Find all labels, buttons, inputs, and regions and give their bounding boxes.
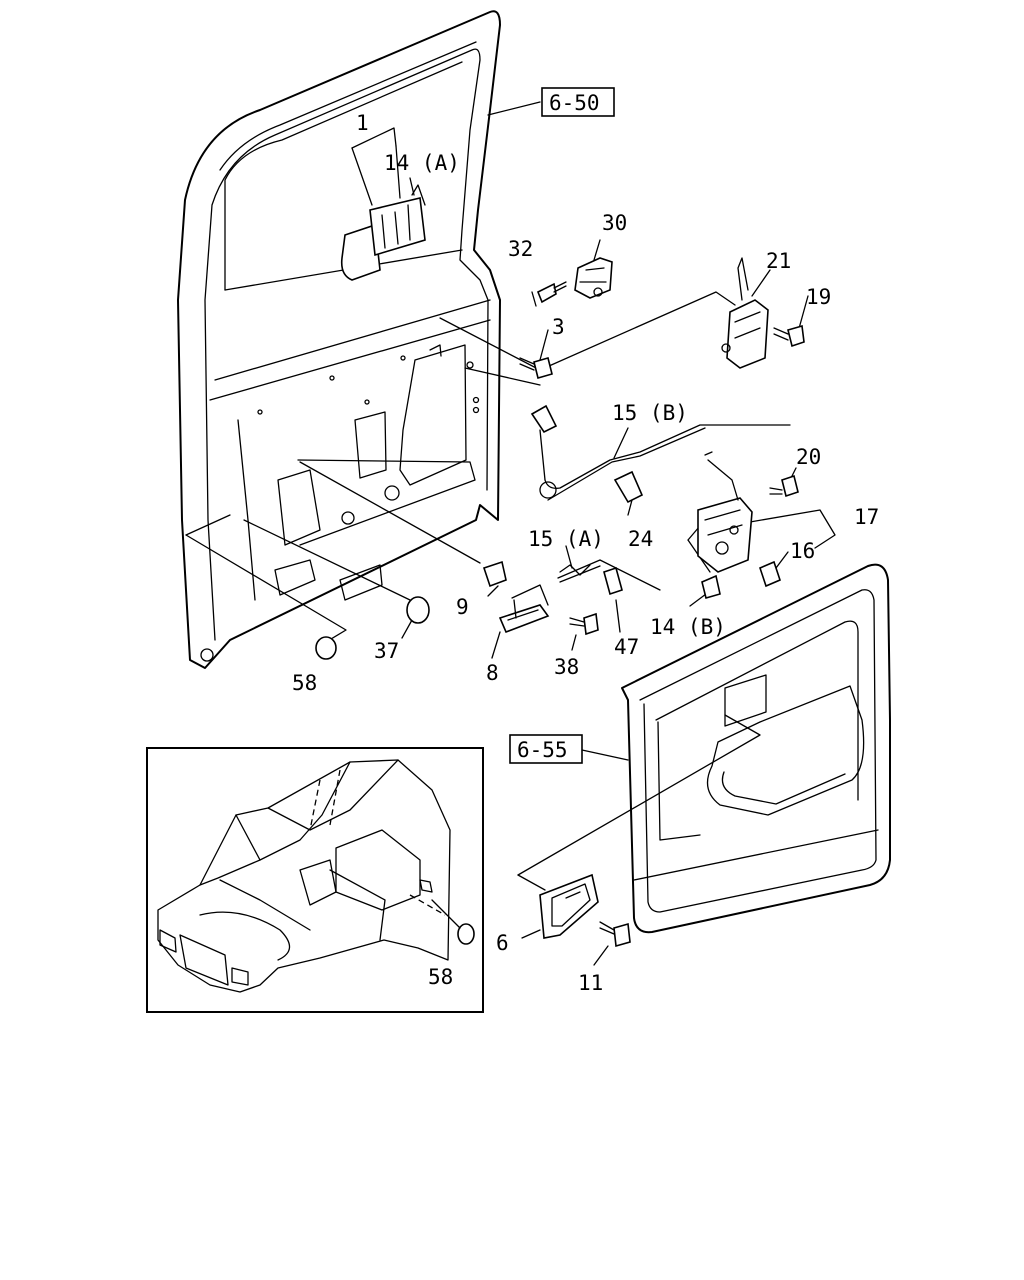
callout-6: 6: [496, 931, 509, 955]
plug-37-icon: [406, 596, 430, 624]
callout-8: 8: [486, 661, 499, 685]
leader-trim-handle-2: [517, 874, 546, 891]
callout-20: 20: [796, 445, 821, 469]
striker-bracket-icon: [574, 257, 613, 299]
plug-58-inset-icon: [457, 923, 475, 945]
callout-16: 16: [790, 539, 815, 563]
screw-19-icon: [773, 324, 805, 348]
door-lock-icon: [697, 451, 753, 573]
callout-30: 30: [602, 211, 627, 235]
callout-19: 19: [806, 285, 831, 309]
callout-58: 58: [292, 671, 317, 695]
leader-6: [521, 929, 541, 939]
callout-1: 1: [356, 111, 369, 135]
callout-14b: 14 (B): [650, 615, 726, 639]
callout-3: 3: [552, 315, 565, 339]
leader-58-inset: [431, 899, 461, 929]
callout-24: 24: [628, 527, 653, 551]
lock-rod-a-icon: [557, 559, 661, 591]
lock-rod-b-icon: [530, 404, 791, 501]
callout-11: 11: [578, 971, 603, 995]
callout-21: 21: [766, 249, 791, 273]
plug-58-icon: [315, 636, 337, 660]
screw-32-icon: [536, 281, 567, 304]
clip-16-icon: [759, 560, 781, 588]
callout-38: 38: [554, 655, 579, 679]
door-panel-icon: [177, 10, 501, 669]
inside-handle-bracket-icon: [498, 584, 550, 634]
screw-3-icon: [519, 357, 553, 379]
inside-handle-bezel-icon: [539, 873, 599, 939]
callout-15a: 15 (A): [528, 527, 604, 551]
leader-trim-handle: [517, 714, 761, 876]
screw-11-icon: [599, 921, 631, 948]
callout-58-inset: 58: [428, 965, 453, 989]
vehicle-body-icon: [157, 759, 451, 993]
ref-label-door: 6-50: [549, 91, 600, 115]
clip-24-icon: [613, 470, 644, 504]
callout-15b: 15 (B): [612, 401, 688, 425]
actuator-icon: [721, 257, 769, 369]
callout-17: 17: [854, 505, 879, 529]
pad-47-icon: [603, 566, 623, 596]
callout-37: 37: [374, 639, 399, 663]
leader-trim-ref: [581, 749, 629, 761]
door-trim-panel-icon: [621, 563, 891, 934]
leader-11: [593, 945, 609, 966]
screw-20-icon: [769, 474, 799, 498]
callout-47: 47: [614, 635, 639, 659]
outside-handle-icon: [340, 184, 426, 281]
ref-box-trim: [509, 734, 583, 764]
clip-14b-icon: [701, 574, 721, 599]
leader-lines: [185, 101, 836, 659]
screw-38-icon: [569, 612, 599, 636]
callout-14a: 14 (A): [384, 151, 460, 175]
callout-9: 9: [456, 595, 469, 619]
clip-9-icon: [482, 560, 507, 588]
ref-label-trim: 6-55: [517, 738, 568, 762]
ref-box-door: [541, 87, 615, 117]
callout-32: 32: [508, 237, 533, 261]
